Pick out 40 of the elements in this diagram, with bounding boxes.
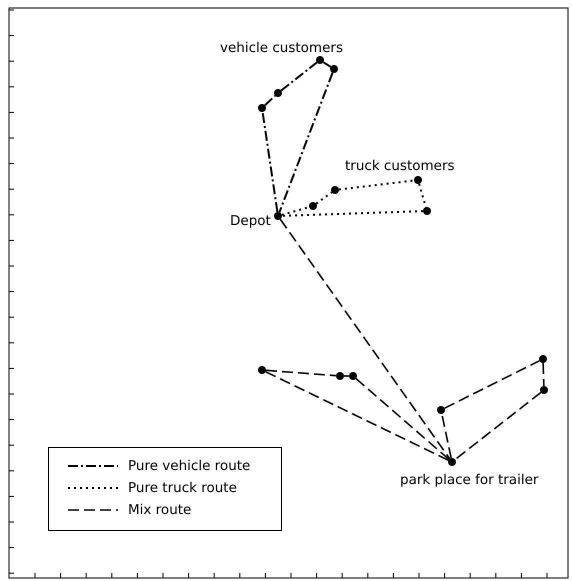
point-label: park place for trailer (400, 472, 538, 488)
legend-text: Pure truck route (128, 480, 237, 496)
group-label: truck customers (345, 158, 455, 174)
route-line (316, 192, 332, 204)
route-line (262, 112, 278, 212)
route-line (454, 392, 542, 460)
point-marker (331, 186, 339, 194)
point-marker (330, 65, 338, 73)
route-line (266, 370, 336, 376)
route-line (338, 179, 414, 191)
legend-text: Mix route (128, 502, 192, 518)
point-marker (349, 372, 357, 380)
point-marker (540, 386, 548, 394)
route-line (280, 218, 450, 460)
route-line (265, 371, 449, 461)
point-marker (309, 202, 317, 210)
point-marker (539, 355, 547, 363)
point-marker (414, 176, 422, 184)
route-line (282, 210, 424, 217)
route-line (418, 184, 427, 208)
route-line (280, 62, 318, 92)
point-label: Depot (230, 213, 271, 229)
point-marker (437, 406, 445, 414)
route-line (542, 362, 545, 386)
point-marker (258, 104, 266, 112)
route-line (344, 375, 349, 377)
point-marker (258, 366, 266, 374)
route-line (264, 95, 276, 106)
point-marker (423, 207, 431, 215)
legend-text: Pure vehicle route (128, 458, 250, 474)
point-marker (274, 89, 282, 97)
route-line (444, 360, 540, 409)
route-line (278, 72, 334, 213)
route-line (282, 206, 310, 216)
group-label: vehicle customers (220, 40, 343, 56)
route-line (356, 378, 450, 460)
route-line (441, 414, 452, 458)
point-marker (336, 372, 344, 380)
point-marker (316, 56, 324, 64)
route-line (322, 61, 332, 68)
